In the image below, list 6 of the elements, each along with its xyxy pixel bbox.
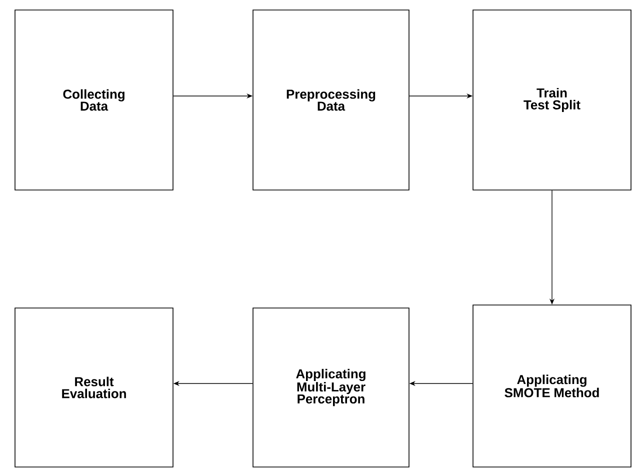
process-box: Preprocessing Data xyxy=(252,10,410,190)
process-box: Result Evaluation xyxy=(14,308,174,468)
process-box: Applicating Multi-Layer Perceptron xyxy=(252,308,410,468)
process-box: Train Test Split xyxy=(472,10,632,190)
process-box: Collecting Data xyxy=(14,10,174,190)
process-box: Applicating SMOTE Method xyxy=(472,304,632,468)
